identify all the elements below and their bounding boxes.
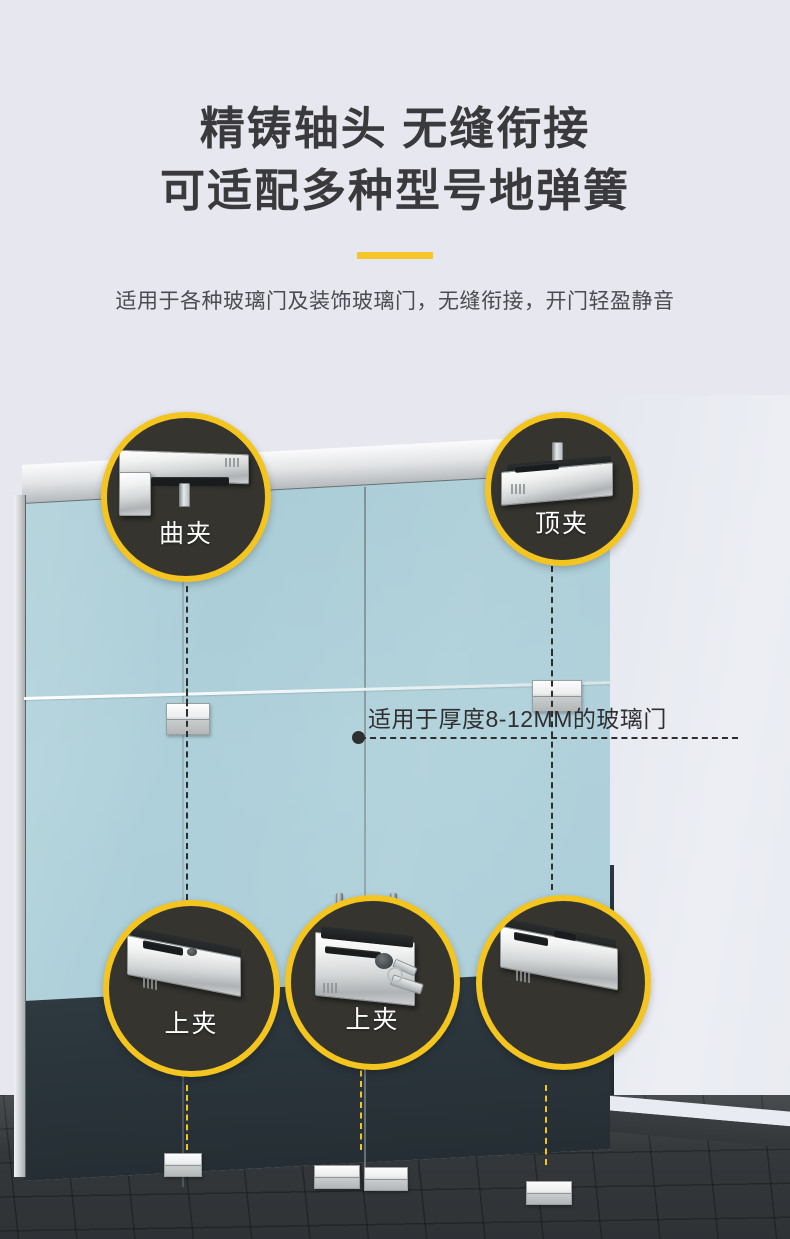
callout-shang-jia-2[interactable]: 上夹 <box>285 895 460 1070</box>
leader-dot-thickness <box>352 731 365 744</box>
callout-label-shang-jia-1: 上夹 <box>164 1010 219 1038</box>
header-block: 精铸轴头 无缝衔接 可适配多种型号地弹簧 适用于各种玻璃门及装饰玻璃门，无缝衔接… <box>0 0 790 400</box>
hw-brand-mark <box>511 484 526 494</box>
glass-door-assembly <box>14 433 610 1205</box>
hw-spindle-pin <box>179 483 190 507</box>
hw-brand-mark <box>225 458 239 467</box>
hw-hole <box>187 948 197 956</box>
callout-shang-jia-1[interactable]: 上夹 <box>103 900 280 1077</box>
glass-clamp-bottom-3 <box>364 1167 408 1191</box>
page-subtitle: 适用于各种玻璃门及装饰玻璃门，无缝衔接，开门轻盈静音 <box>115 290 675 313</box>
hardware-qu-jia-illustration <box>113 449 263 530</box>
glass-clamp-right-mid <box>532 680 582 712</box>
glass-door-scene: 适用于厚度8-12MM的玻璃门 曲夹 顶夹 <box>0 395 790 1239</box>
leader-line-qu-jia-down <box>186 680 188 900</box>
hw-lock-cylinder <box>375 953 393 969</box>
thickness-annotation: 适用于厚度8-12MM的玻璃门 <box>368 706 667 732</box>
leader-line-ding-jia-down <box>551 650 553 890</box>
hw-brand-mark <box>143 976 159 991</box>
leader-line-thickness <box>360 737 738 739</box>
leader-line-shang-jia-2 <box>360 1060 362 1150</box>
title-divider <box>357 252 433 259</box>
callout-qu-jia[interactable]: 曲夹 <box>101 412 271 582</box>
leader-line-shang-jia-3 <box>545 1085 547 1165</box>
callout-shang-jia-3[interactable] <box>476 895 651 1070</box>
glass-clamp-bottom-1 <box>164 1153 202 1177</box>
door-left-frame <box>14 495 26 1177</box>
hw-slot <box>151 477 229 486</box>
page-title: 精铸轴头 无缝衔接 可适配多种型号地弹簧 <box>159 103 630 217</box>
leader-line-shang-jia-1 <box>186 1085 188 1150</box>
hw-key-ring <box>387 967 403 983</box>
hw-brand-mark <box>323 983 338 993</box>
glass-panel <box>24 449 610 1181</box>
callout-label-shang-jia-2: 上夹 <box>345 1006 400 1034</box>
leader-line-qu-jia <box>186 535 188 715</box>
glass-panel-seam-left <box>182 486 184 1187</box>
leader-line-ding-jia <box>551 535 553 665</box>
hardware-shang-jia-2-illustration <box>301 923 449 1023</box>
callout-label-ding-jia: 顶夹 <box>534 510 589 538</box>
door-center-mullion <box>364 486 366 1187</box>
glass-clamp-bottom-4 <box>526 1181 572 1205</box>
callout-ding-jia[interactable]: 顶夹 <box>485 412 639 566</box>
callout-label-qu-jia: 曲夹 <box>158 520 213 548</box>
hardware-shang-jia-3-illustration <box>494 918 640 1023</box>
hw-arm <box>119 472 151 516</box>
hardware-ding-jia-illustration <box>491 440 633 520</box>
hardware-shang-jia-1-illustration <box>121 927 261 1022</box>
glass-clamp-bottom-2 <box>314 1165 360 1189</box>
hw-brand-mark <box>516 969 532 984</box>
glass-clamp-left-mid <box>166 703 210 735</box>
